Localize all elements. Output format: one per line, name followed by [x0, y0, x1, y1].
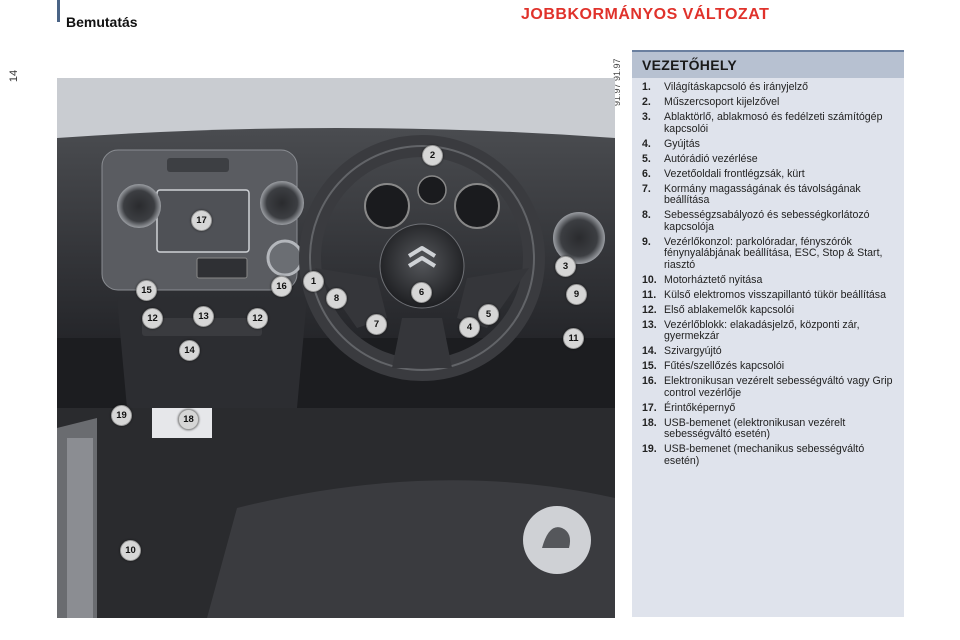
- callout-18: 18: [178, 409, 199, 430]
- legend-item-number: 14.: [642, 345, 657, 358]
- legend-item-number: 16.: [642, 375, 657, 388]
- legend-item-number: 10.: [642, 273, 657, 286]
- legend-item-text: Autórádió vezérlése: [664, 152, 758, 165]
- legend-item-number: 9.: [642, 235, 651, 248]
- section-marker-bar: [57, 0, 60, 22]
- legend-item-text: Szivargyújtó: [664, 345, 722, 358]
- section-title: Bemutatás: [66, 14, 138, 30]
- legend-item: 3. Ablaktörlő, ablakmosó és fedélzeti szá…: [642, 110, 896, 135]
- legend-item-text: Sebességzsabályozó és sebességkorlátozó …: [664, 209, 870, 233]
- legend-item-text: Érintőképernyő: [664, 401, 736, 414]
- legend-list: 1. Világításkapcsoló és irányjelző 2. Műsze…: [632, 78, 904, 468]
- legend-item-number: 11.: [642, 288, 657, 301]
- legend-item-number: 12.: [642, 303, 657, 316]
- legend-item: 9. Vezérlőkonzol: parkolóradar, fényszóró…: [642, 235, 896, 272]
- legend-item-text: USB-bemenet (mechanikus sebességváltó es…: [664, 443, 865, 468]
- callout-17: 17: [191, 210, 212, 231]
- legend-item: 10. Motorháztető nyitása: [642, 273, 896, 287]
- legend-item: 7. Kormány magasságának és távolságának b…: [642, 182, 896, 207]
- legend-item: 12. Első ablakemelők kapcsolói: [642, 303, 896, 317]
- callout-16: 16: [271, 276, 292, 297]
- legend-item-text: Vezérlőkonzol: parkolóradar, fényszórók …: [664, 235, 883, 271]
- legend-item-text: Gyújtás: [664, 137, 700, 150]
- legend-item-text: Vezérlőblokk: elakadásjelző, központi zá…: [664, 318, 860, 343]
- legend-item-text: USB-bemenet (elektronikusan vezérelt seb…: [664, 416, 846, 441]
- callout-19: 19: [111, 405, 132, 426]
- legend-item-text: Kormány magasságának és távolságának beá…: [664, 182, 861, 207]
- callout-15: 15: [136, 280, 157, 301]
- legend-item-number: 6.: [642, 167, 651, 180]
- callout-7: 7: [366, 314, 387, 335]
- legend-title: VEZETŐHELY: [642, 57, 738, 73]
- legend-item-text: Műszercsoport kijelzővel: [664, 95, 780, 108]
- legend-header: VEZETŐHELY: [632, 52, 904, 78]
- legend-item: 2. Műszercsoport kijelzővel: [642, 95, 896, 109]
- legend-item: 5. Autórádió vezérlése: [642, 152, 896, 166]
- legend-item: 1. Világításkapcsoló és irányjelző: [642, 81, 896, 94]
- legend-item-number: 2.: [642, 95, 651, 108]
- legend-item: 11. Külső elektromos visszapillantó tükör…: [642, 288, 896, 302]
- legend-item-text: Fűtés/szellőzés kapcsolói: [664, 360, 785, 373]
- callout-14: 14: [179, 340, 200, 361]
- legend-item-number: 13.: [642, 318, 657, 331]
- callout-5: 5: [478, 304, 499, 325]
- legend-item-number: 7.: [642, 182, 651, 195]
- legend-item-text: Világításkapcsoló és irányjelző: [664, 81, 809, 93]
- legend-item-text: Vezetőoldali frontlégzsák, kürt: [664, 167, 805, 180]
- callout-13: 13: [193, 306, 214, 327]
- callout-3: 3: [555, 256, 576, 277]
- page-title: JOBBKORMÁNYOS VÁLTOZAT: [521, 6, 770, 23]
- dashboard-drawing: [57, 78, 615, 618]
- legend-item: 14. Szivargyújtó: [642, 346, 896, 358]
- legend-item: 18. USB-bemenet (elektronikusan vezérelt …: [642, 416, 896, 441]
- callout-11: 11: [563, 328, 584, 349]
- legend-item-number: 15.: [642, 360, 657, 373]
- callout-12-left: 12: [142, 308, 163, 329]
- legend-item-number: 17.: [642, 401, 657, 414]
- legend-item: 8. Sebességzsabályozó és sebességkorlátoz…: [642, 209, 896, 233]
- legend-item: 13. Vezérlőblokk: elakadásjelző, központi…: [642, 318, 896, 343]
- legend-item-number: 1.: [642, 81, 651, 93]
- legend-item: 16. Elektronikusan vezérelt sebességváltó…: [642, 375, 896, 399]
- legend-item-text: Külső elektromos visszapillantó tükör be…: [664, 288, 886, 301]
- legend-item-number: 18.: [642, 416, 657, 429]
- legend-item-number: 8.: [642, 209, 651, 222]
- dashboard-illustration: 1 2 3 4 5 6 7 8 9 10 11 12 12 13 14 15 1…: [57, 78, 615, 618]
- page-number: 14: [8, 69, 20, 83]
- callout-2: 2: [422, 145, 443, 166]
- callout-12-right: 12: [247, 308, 268, 329]
- legend-item: 6. Vezetőoldali frontlégzsák, kürt: [642, 167, 896, 181]
- legend-item-text: Elektronikusan vezérelt sebességváltó va…: [664, 375, 893, 399]
- legend-panel: VEZETŐHELY 1. Világításkapcsoló és irányj…: [632, 50, 904, 617]
- legend-item-number: 19.: [642, 443, 657, 456]
- callout-8: 8: [326, 288, 347, 309]
- legend-item: 17. Érintőképernyő: [642, 401, 896, 415]
- legend-item-text: Ablaktörlő, ablakmosó és fedélzeti számí…: [664, 110, 883, 135]
- callout-4: 4: [459, 317, 480, 338]
- legend-item: 19. USB-bemenet (mechanikus sebességváltó…: [642, 444, 896, 467]
- legend-item-number: 5.: [642, 152, 651, 165]
- legend-item-number: 3.: [642, 110, 651, 123]
- legend-item-text: Első ablakemelők kapcsolói: [664, 303, 795, 316]
- callout-1: 1: [303, 271, 324, 292]
- callout-9: 9: [566, 284, 587, 305]
- legend-item: 4. Gyújtás: [642, 137, 896, 151]
- legend-item-text: Motorháztető nyitása: [664, 273, 763, 286]
- legend-item-number: 4.: [642, 137, 651, 150]
- callout-10: 10: [120, 540, 141, 561]
- legend-item: 15. Fűtés/szellőzés kapcsolói: [642, 361, 896, 373]
- callout-6: 6: [411, 282, 432, 303]
